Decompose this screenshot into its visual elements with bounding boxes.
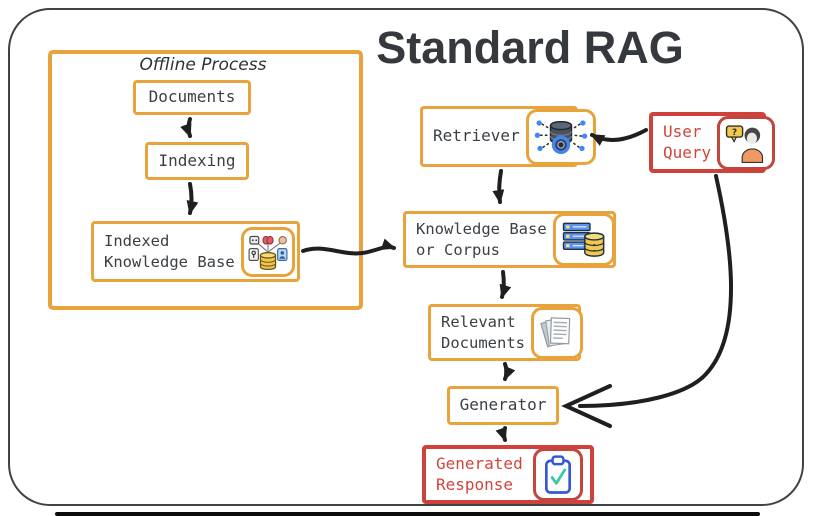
relevant-docs-label: Relevant Documents bbox=[441, 313, 525, 352]
offline-process-group bbox=[48, 50, 363, 310]
kb-corpus-label: Knowledge Base or Corpus bbox=[416, 220, 547, 259]
clipboard-check-icon bbox=[533, 448, 583, 501]
generator-label: Generator bbox=[459, 395, 547, 415]
diagram-frame bbox=[8, 8, 804, 506]
person-question-icon: ? bbox=[717, 115, 776, 170]
generated-response-label: Generated Response bbox=[436, 453, 523, 494]
node-relevant-documents: Relevant Documents bbox=[428, 304, 583, 361]
database-search-icon bbox=[525, 108, 596, 165]
node-indexing: Indexing bbox=[145, 142, 249, 180]
indexing-label: Indexing bbox=[158, 150, 236, 170]
node-generator: Generator bbox=[447, 386, 559, 425]
node-knowledge-base-or-corpus: Knowledge Base or Corpus bbox=[403, 211, 616, 268]
node-documents: Documents bbox=[133, 80, 251, 115]
svg-text:?: ? bbox=[732, 127, 737, 137]
node-retriever: Retriever bbox=[420, 106, 596, 167]
node-indexed-knowledge-base: Indexed Knowledge Base bbox=[91, 221, 300, 282]
retriever-label: Retriever bbox=[433, 126, 520, 146]
node-generated-response: Generated Response bbox=[422, 445, 594, 504]
server-database-icon bbox=[552, 213, 615, 266]
diagram-title: Standard RAG bbox=[376, 22, 684, 73]
offline-process-label: Offline Process bbox=[139, 55, 267, 75]
user-query-label: User Query bbox=[663, 121, 712, 162]
documents-stack-icon bbox=[531, 306, 583, 359]
bottom-edge bbox=[55, 512, 760, 516]
node-user-query: User Query ? bbox=[649, 112, 776, 173]
knowledge-graph-database-icon bbox=[240, 226, 295, 277]
indexed-kb-label: Indexed Knowledge Base bbox=[104, 232, 235, 271]
documents-label: Documents bbox=[148, 87, 236, 107]
